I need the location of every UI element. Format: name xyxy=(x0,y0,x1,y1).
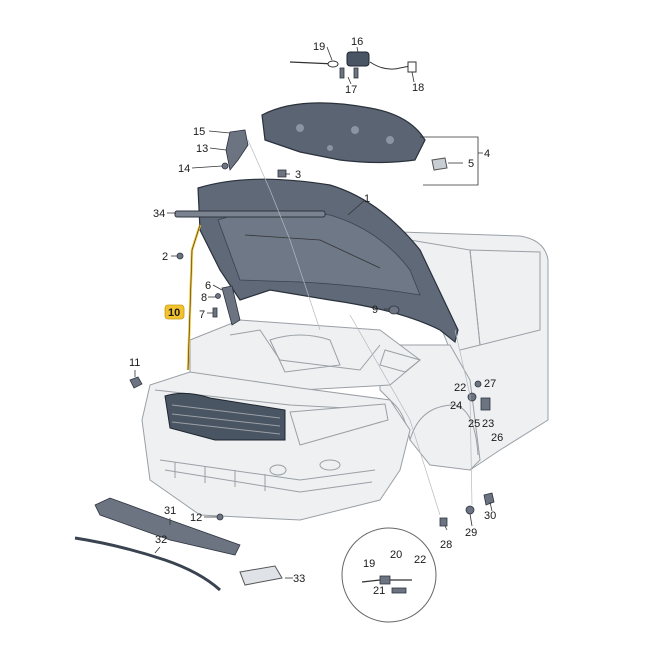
label-part-4: 4 xyxy=(484,148,490,160)
label-part-12: 12 xyxy=(190,512,202,524)
highlight-badge xyxy=(164,304,185,320)
label-part-28: 28 xyxy=(440,539,452,551)
label-part-29: 29 xyxy=(465,527,477,539)
car-body xyxy=(141,231,549,521)
bonnet-insulation-mat xyxy=(261,102,426,164)
label-part-6: 6 xyxy=(205,280,211,292)
label-part-16: 16 xyxy=(351,36,363,48)
label-part-19: 19 xyxy=(313,41,325,53)
label-part-32: 32 xyxy=(155,534,167,546)
bonnet-panel xyxy=(197,178,459,344)
label-part-5: 5 xyxy=(468,158,474,170)
label-part-15: 15 xyxy=(193,126,205,138)
label-part-14: 14 xyxy=(178,163,190,175)
label-part-25: 25 xyxy=(468,418,480,430)
label-part-13: 13 xyxy=(196,143,208,155)
label-part-23: 23 xyxy=(482,418,494,430)
label-part-17: 17 xyxy=(345,84,357,96)
label-part-7: 7 xyxy=(199,309,205,321)
label-part-30: 30 xyxy=(484,510,496,522)
label-part-9: 9 xyxy=(372,304,378,316)
small-parts xyxy=(74,51,495,623)
leader-lines xyxy=(134,46,493,579)
part-labels: 1 2 3 4 5 6 7 8 9 10 11 12 13 14 15 16 1… xyxy=(129,36,503,597)
detail-label-21: 21 xyxy=(373,585,385,597)
label-part-3: 3 xyxy=(295,169,301,181)
label-part-8: 8 xyxy=(201,292,207,304)
label-part-1: 1 xyxy=(364,193,370,205)
label-part-18: 18 xyxy=(412,82,424,94)
label-part-22: 22 xyxy=(454,382,466,394)
label-part-31: 31 xyxy=(164,505,176,517)
detail-label-22: 22 xyxy=(414,554,426,566)
label-part-10: 10 xyxy=(168,307,180,319)
label-part-27: 27 xyxy=(484,378,496,390)
label-part-11: 11 xyxy=(129,357,140,369)
label-part-26: 26 xyxy=(491,432,503,444)
detail-label-19: 19 xyxy=(363,558,375,570)
label-part-33: 33 xyxy=(293,573,305,585)
label-part-24: 24 xyxy=(450,400,462,412)
label-part-2: 2 xyxy=(162,251,168,263)
label-part-34: 34 xyxy=(153,208,165,220)
detail-label-20: 20 xyxy=(390,549,402,561)
